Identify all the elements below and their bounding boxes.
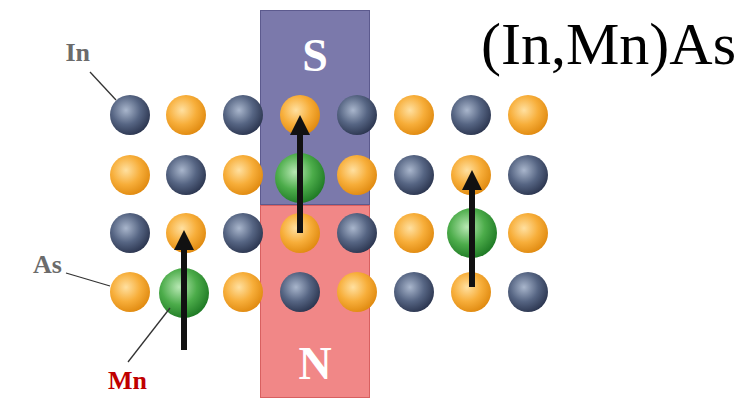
spin-arrows [174,115,482,350]
element-label: Mn [108,368,147,394]
atom-row [110,155,548,195]
mn-atoms [159,153,497,318]
leader-lines [66,72,170,362]
pole-letter: S [302,33,328,79]
atom-row [110,95,548,135]
element-label: As [33,252,62,278]
element-label: In [65,40,90,66]
pole-letter: N [298,341,331,387]
title: (In,Mn)As [481,14,736,74]
